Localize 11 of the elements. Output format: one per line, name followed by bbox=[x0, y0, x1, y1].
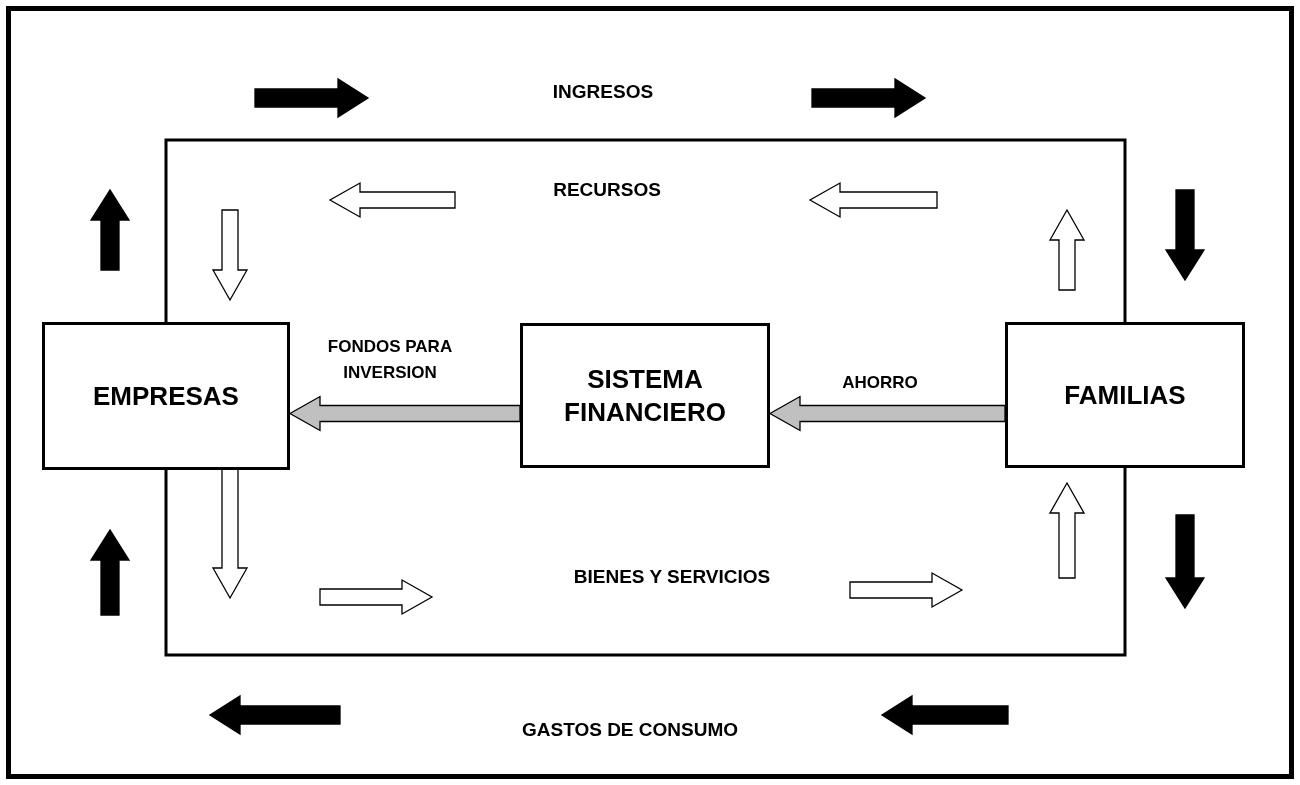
entity-box: EMPRESAS bbox=[42, 322, 290, 470]
entity-box: FAMILIAS bbox=[1005, 322, 1245, 468]
flow-label: INGRESOS bbox=[552, 81, 654, 103]
connector-line bbox=[164, 138, 1127, 322]
block-arrow bbox=[288, 395, 521, 432]
block-arrow bbox=[768, 395, 1006, 432]
flow-label: BIENES Y SERVICIOS bbox=[573, 566, 771, 588]
entity-box: SISTEMA FINANCIERO bbox=[520, 323, 770, 468]
flow-label: GASTOS DE CONSUMO bbox=[521, 719, 739, 741]
connector-line bbox=[164, 468, 1127, 657]
flow-label: RECURSOS bbox=[553, 179, 661, 201]
